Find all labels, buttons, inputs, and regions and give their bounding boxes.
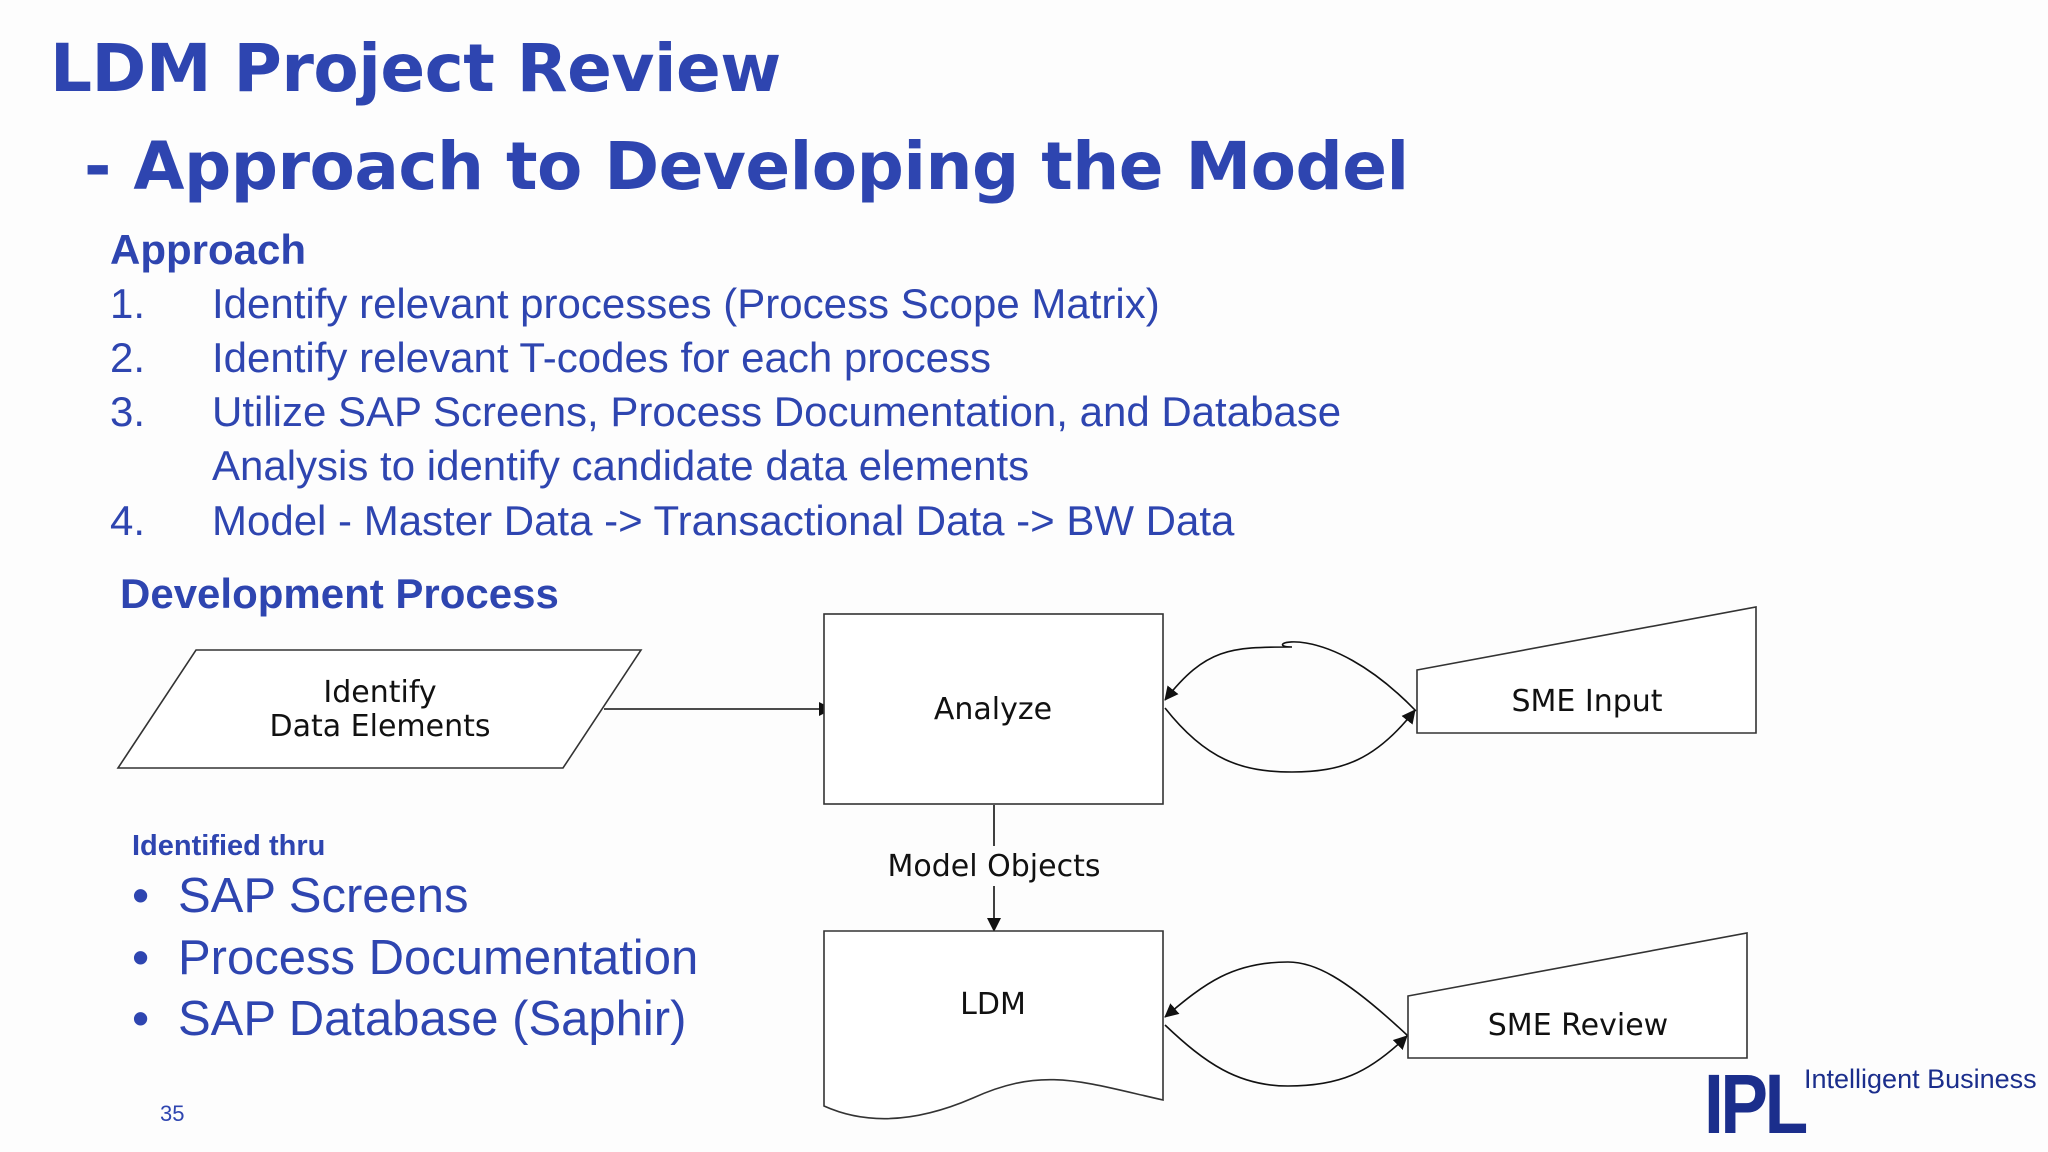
step-number: 4.	[110, 497, 146, 544]
sme-review-shape: SME Review	[1407, 932, 1748, 1059]
analyze-label: Analyze	[934, 692, 1052, 727]
arrow-sme-input-to-analyze	[1164, 641, 1417, 712]
step-text: Identify relevant T-codes for each proce…	[212, 334, 991, 381]
step-number: 3.	[110, 388, 146, 435]
model-objects-label: Model Objects	[888, 849, 1101, 884]
analyze-process-box: Analyze	[823, 613, 1164, 805]
step-text: Identify relevant processes (Process Sco…	[212, 280, 1160, 327]
bullet-text: SAP Database (Saphir)	[178, 992, 687, 1046]
arrow-sme-review-to-ldm	[1164, 961, 1409, 1037]
arrow-ldm-to-sme-review	[1164, 1024, 1408, 1087]
step-text-continued: Analysis to identify candidate data elem…	[212, 442, 1030, 489]
approach-heading: Approach	[110, 226, 307, 273]
development-process-heading: Development Process	[120, 570, 559, 617]
company-logo: IPL	[1704, 1057, 1808, 1151]
step-text: Model - Master Data -> Transactional Dat…	[212, 497, 1235, 544]
slide-subtitle: - Approach to Developing the Model	[84, 128, 1409, 205]
bullet-glyph: •	[132, 931, 150, 985]
ldm-label: LDM	[960, 987, 1026, 1022]
ldm-document-shape: LDM	[823, 930, 1164, 1120]
identify-label-line2: Data Elements	[269, 709, 490, 744]
identify-data-elements-shape: Identify Data Elements	[116, 649, 643, 769]
bullet-glyph: •	[132, 869, 150, 923]
bullet-text: SAP Screens	[178, 869, 469, 923]
identified-thru-heading: Identified thru	[132, 830, 326, 862]
identify-label-line1: Identify	[323, 675, 436, 710]
bullet-glyph: •	[132, 992, 150, 1046]
step-number: 2.	[110, 334, 146, 381]
company-tagline: Intelligent Business	[1804, 1064, 2037, 1094]
step-number: 1.	[110, 280, 146, 327]
sme-review-label: SME Review	[1488, 1008, 1668, 1043]
sme-input-label: SME Input	[1511, 684, 1662, 719]
page-number: 35	[160, 1101, 185, 1126]
slide-title: LDM Project Review	[50, 30, 781, 107]
step-text: Utilize SAP Screens, Process Documentati…	[212, 388, 1342, 435]
arrow-analyze-to-sme-input	[1164, 707, 1416, 773]
bullet-text: Process Documentation	[178, 931, 699, 985]
sme-input-shape: SME Input	[1416, 606, 1757, 734]
